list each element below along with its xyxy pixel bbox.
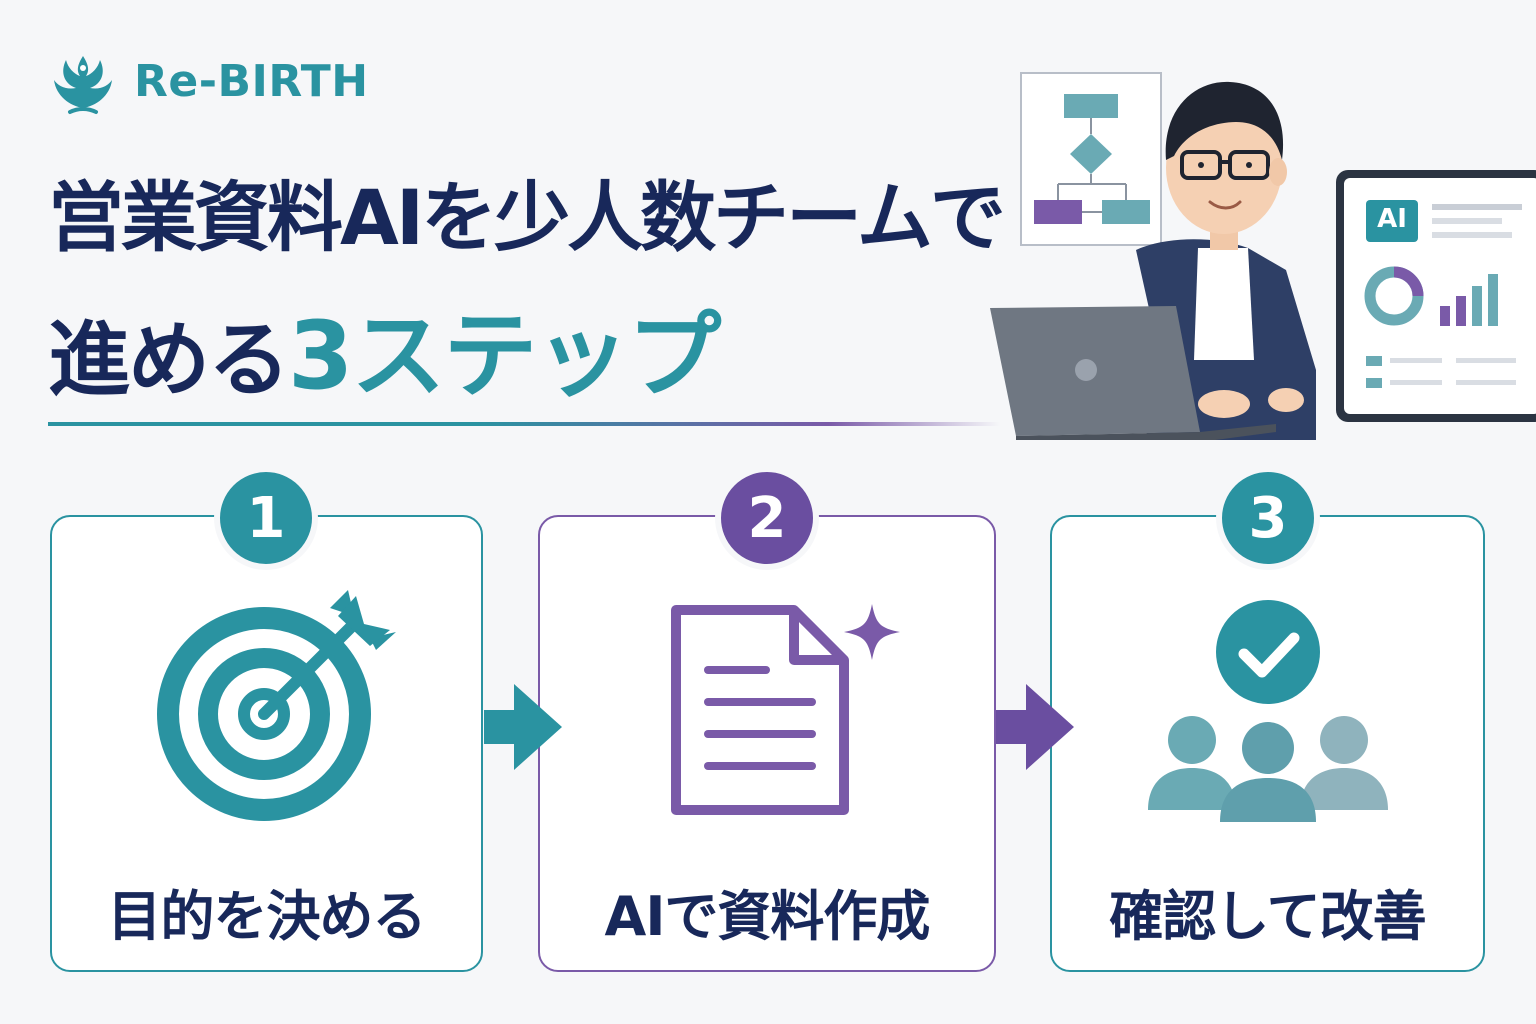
brand-name: Re-BIRTH [134,56,369,107]
phoenix-icon [54,56,112,114]
flowchart-right-node [1102,200,1150,224]
person-with-laptop-illustration [990,81,1316,440]
laptop-logo-icon [1075,359,1097,381]
headline-line-1: 営業資料AIを少人数チームで [48,173,1006,262]
team-check-icon [1148,600,1388,822]
title-divider [48,422,1000,426]
step-card-1 [50,515,483,972]
step-label-2: AIで資料作成 [604,885,931,948]
headline-accent: 3ステップ [288,302,721,411]
step-label-3: 確認して改善 [1109,885,1426,948]
flowchart-illustration [1020,72,1162,246]
dashboard-ai-badge: AI [1377,204,1407,234]
dashboard-monitor: AI [1336,170,1536,426]
target-arrow-icon [157,590,396,821]
document-sparkle-icon [671,604,900,815]
step-number-badge-1: 1 [214,466,318,570]
sparkle-icon [844,604,900,660]
step-number-badge-3: 3 [1216,466,1320,570]
headline-line-2: 進める3ステップ [48,280,721,416]
brand-logo: Re-BIRTH [48,50,378,116]
flowchart-start-node [1064,94,1118,118]
headline-prefix: 進める [48,313,290,408]
flow-arrow-1 [484,684,562,770]
step-number-badge-2: 2 [715,466,819,570]
flow-arrow-2 [996,684,1074,770]
flowchart-left-node [1034,200,1082,224]
check-circle-icon [1216,600,1320,704]
person-face [1166,102,1282,234]
flowchart-decision-node [1070,134,1112,174]
step-label-1: 目的を決める [107,885,427,948]
